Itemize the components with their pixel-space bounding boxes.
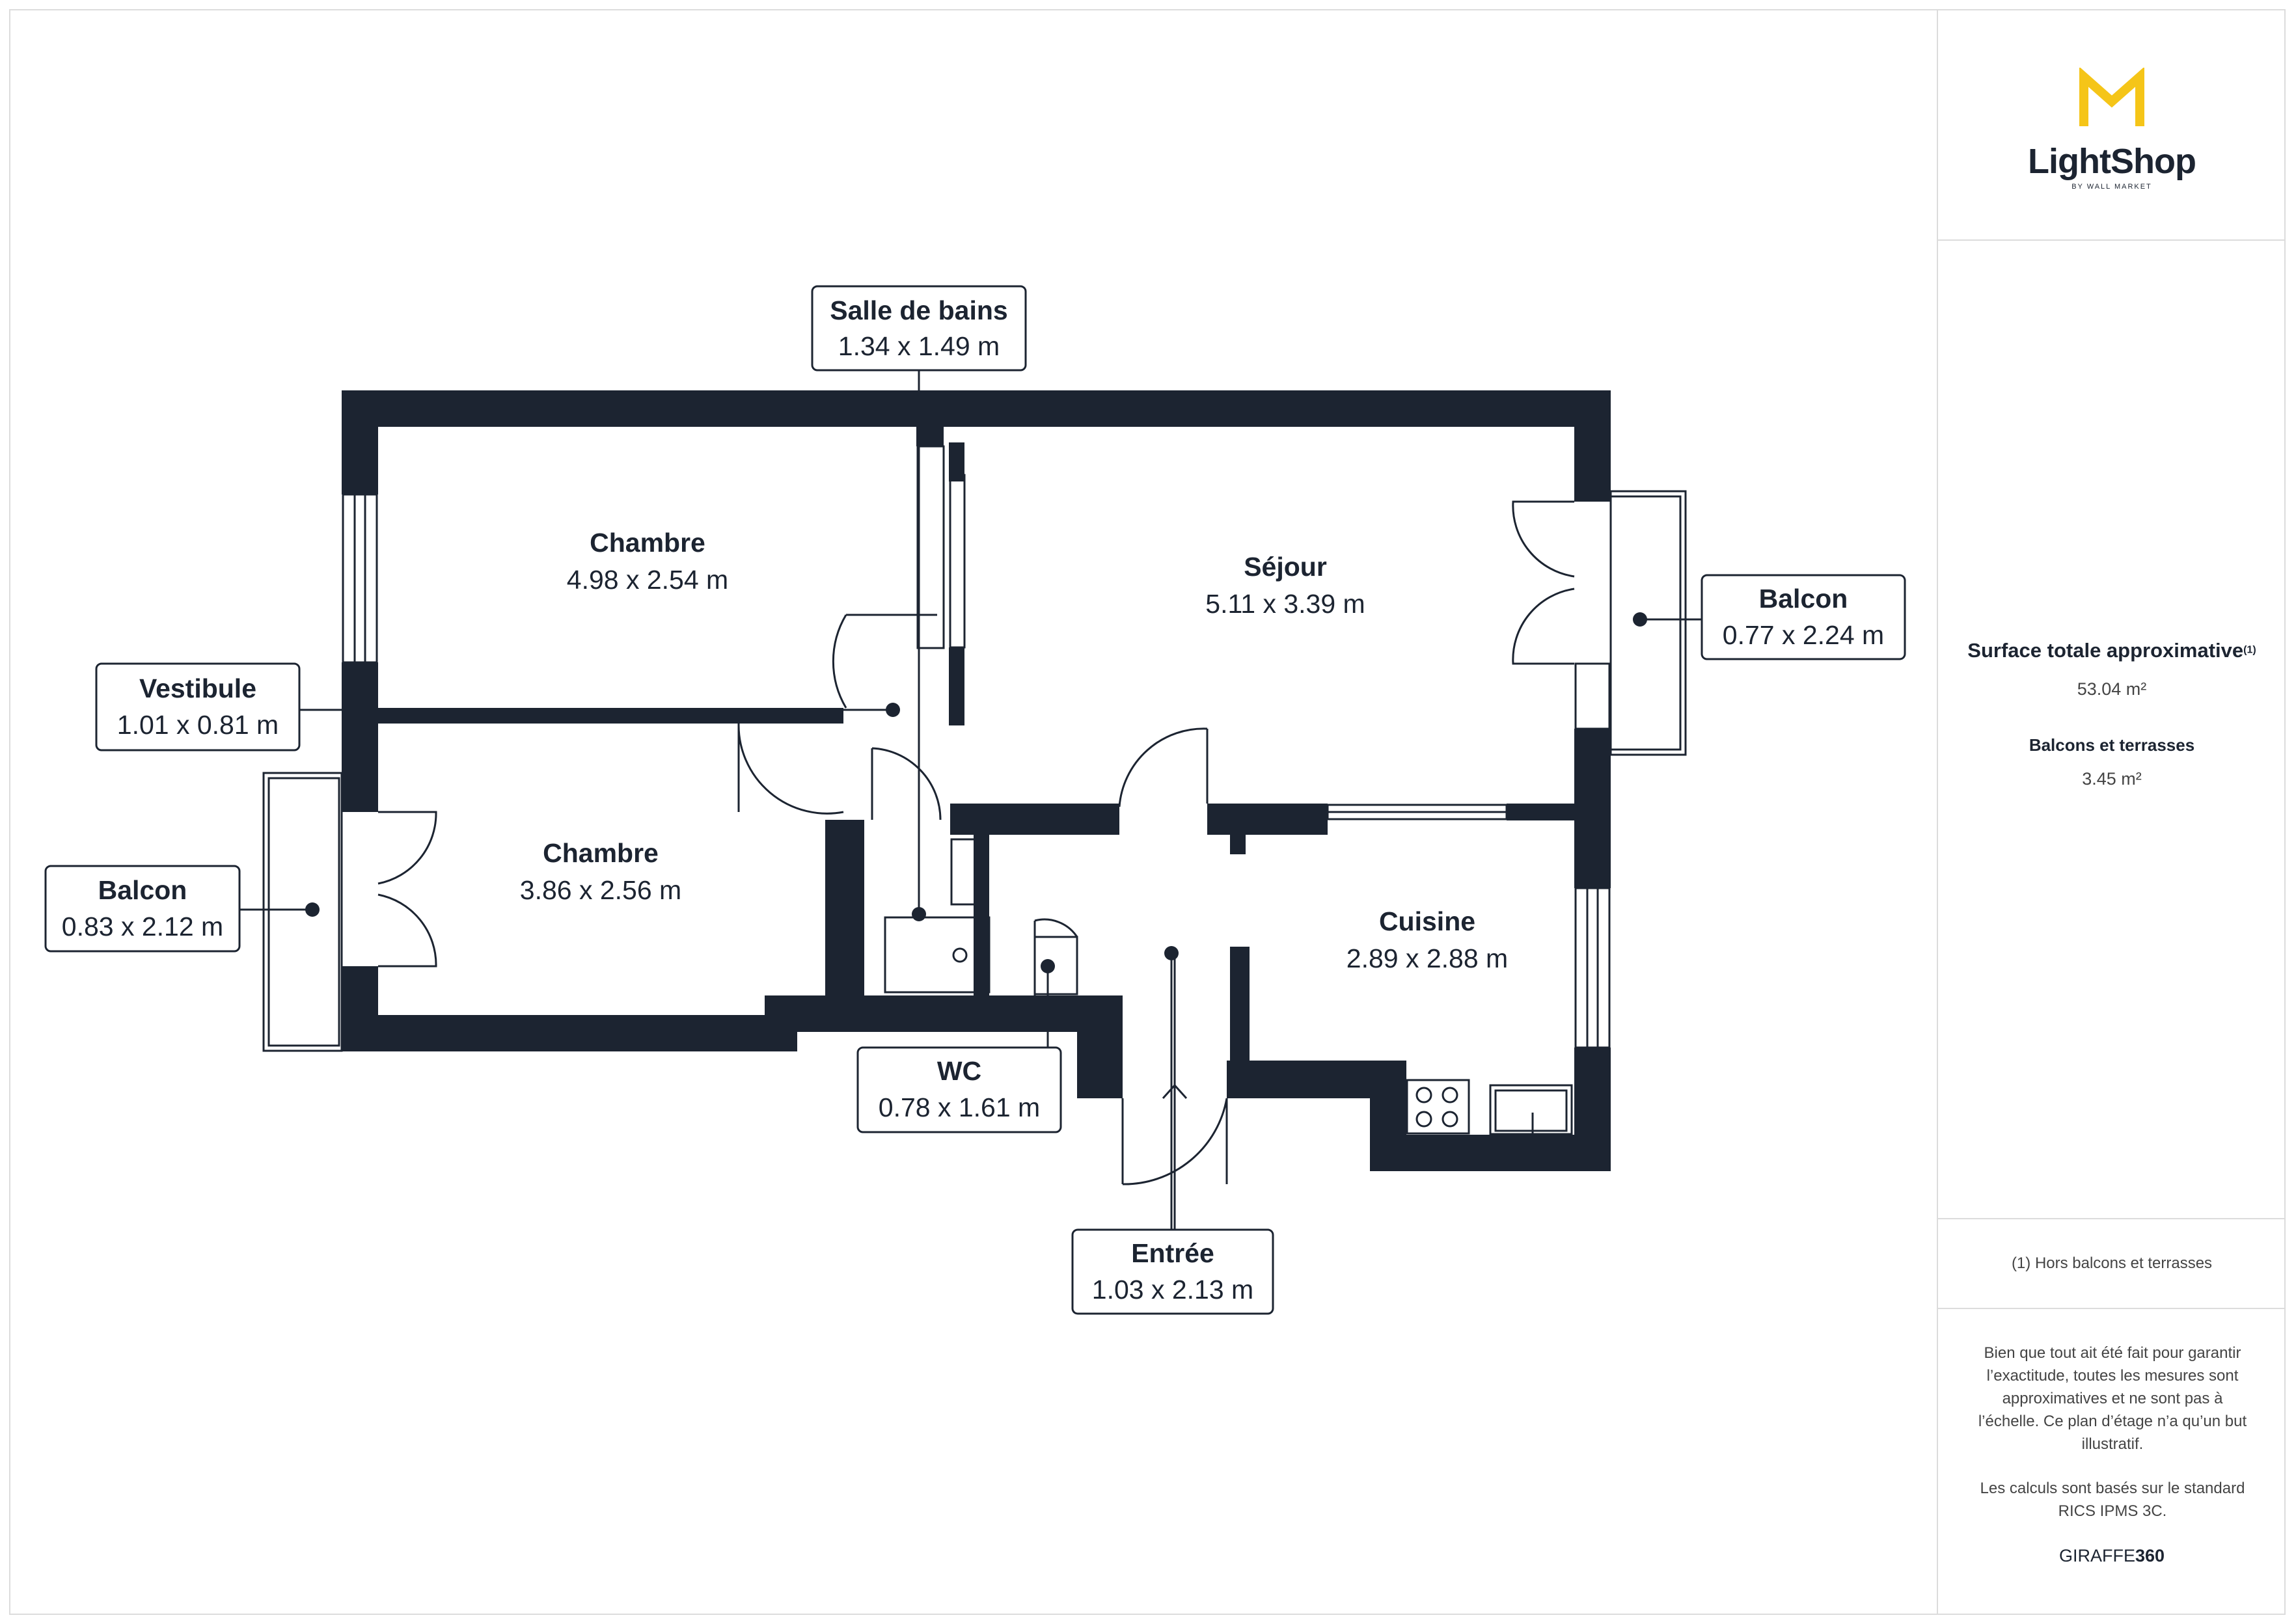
room-dims: 2.89 x 2.88 m bbox=[1346, 943, 1508, 973]
callout-salle-de-bains: Salle de bains 1.34 x 1.49 m bbox=[811, 285, 1027, 372]
room-name: Chambre bbox=[543, 838, 659, 868]
callout-name: Vestibule bbox=[139, 673, 256, 703]
callout-name: WC bbox=[937, 1056, 981, 1086]
room-sejour: Séjour 5.11 x 3.39 m bbox=[1205, 552, 1365, 619]
room-name: Chambre bbox=[590, 528, 705, 558]
room-chambre-2: Chambre 3.86 x 2.56 m bbox=[520, 838, 681, 905]
room-dims: 5.11 x 3.39 m bbox=[1205, 589, 1365, 619]
callout-balcon-right: Balcon 0.77 x 2.24 m bbox=[1701, 574, 1906, 660]
brand-tagline: BY WALL MARKET bbox=[2071, 183, 2152, 191]
leader-dots bbox=[305, 612, 1647, 973]
brand-mark-icon bbox=[2079, 66, 2144, 126]
calculation-note: Les calculs sont basés sur le standard R… bbox=[1980, 1480, 2245, 1520]
total-area-title: Surface totale approximative(1) bbox=[1967, 639, 2256, 662]
callout-name: Balcon bbox=[98, 875, 187, 905]
room-name: Séjour bbox=[1244, 552, 1327, 582]
callout-dims: 1.34 x 1.49 m bbox=[838, 331, 1000, 361]
brand-name: LightShop bbox=[2028, 142, 2196, 181]
hob-icon bbox=[1406, 1079, 1470, 1135]
windows bbox=[342, 445, 1611, 1049]
credit: GIRAFFE360 bbox=[2058, 1546, 2165, 1565]
balconies bbox=[262, 490, 1687, 1052]
callout-dims: 0.78 x 1.61 m bbox=[879, 1092, 1040, 1122]
disclaimer: Bien que tout ait été fait pour garantir… bbox=[1978, 1344, 2247, 1453]
balcony-area-title: Balcons et terrasses bbox=[2029, 735, 2195, 755]
callout-dims: 1.03 x 2.13 m bbox=[1092, 1275, 1253, 1305]
entry-arrow bbox=[1162, 953, 1188, 1230]
footnote: (1) Hors balcons et terrasses bbox=[2011, 1254, 2213, 1272]
balcony-area-value: 3.45 m² bbox=[2082, 769, 2142, 789]
leader-lines bbox=[239, 370, 1702, 1230]
callout-dims: 0.83 x 2.12 m bbox=[62, 912, 223, 941]
callout-wc: WC 0.78 x 1.61 m bbox=[856, 1046, 1062, 1133]
callout-name: Balcon bbox=[1759, 584, 1848, 614]
callout-vestibule: Vestibule 1.01 x 0.81 m bbox=[95, 662, 301, 751]
callout-entree: Entrée 1.03 x 2.13 m bbox=[1071, 1228, 1274, 1315]
doors bbox=[377, 500, 1575, 1185]
callout-name: Entrée bbox=[1131, 1238, 1214, 1268]
callout-balcon-left: Balcon 0.83 x 2.12 m bbox=[44, 865, 241, 953]
callout-dims: 0.77 x 2.24 m bbox=[1723, 620, 1884, 650]
walls bbox=[342, 390, 1611, 1171]
total-area-value: 53.04 m² bbox=[2077, 679, 2147, 699]
page-frame bbox=[9, 9, 2286, 1615]
sink-icon bbox=[1489, 1084, 1573, 1135]
shower-tray bbox=[884, 916, 991, 994]
fixtures bbox=[884, 838, 1573, 1135]
room-name: Cuisine bbox=[1379, 906, 1475, 936]
info-sidebar: LightShop BY WALL MARKET Surface totale … bbox=[1937, 9, 2286, 1615]
floor-plan: Chambre 4.98 x 2.54 m Séjour 5.11 x 3.39… bbox=[44, 285, 1906, 1315]
callout-name: Salle de bains bbox=[830, 295, 1007, 325]
toilet bbox=[1033, 936, 1078, 995]
callout-dims: 1.01 x 0.81 m bbox=[117, 710, 279, 740]
room-cuisine: Cuisine 2.89 x 2.88 m bbox=[1346, 906, 1508, 973]
room-chambre-1: Chambre 4.98 x 2.54 m bbox=[567, 528, 728, 595]
washbasin bbox=[950, 838, 989, 906]
brand-logo: LightShop BY WALL MARKET bbox=[1938, 66, 2286, 191]
room-dims: 4.98 x 2.54 m bbox=[567, 565, 728, 595]
room-dims: 3.86 x 2.56 m bbox=[520, 875, 681, 905]
